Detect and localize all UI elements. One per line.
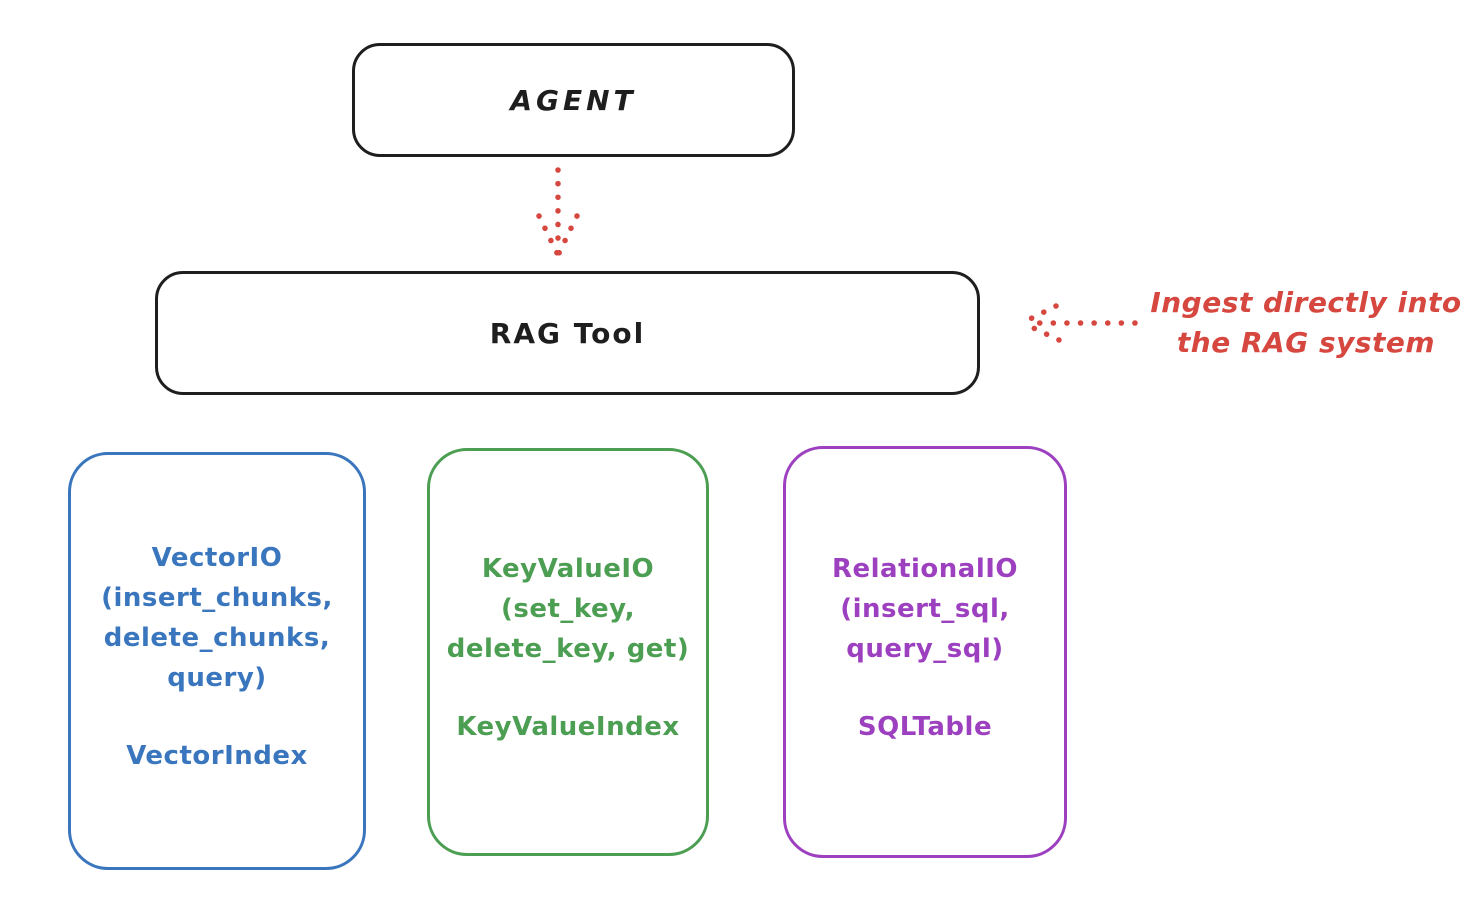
key-value-io-methods-line: (set_key, <box>501 594 635 624</box>
arrowhead-left-wing <box>536 213 560 256</box>
vector-io-methods-line: (insert_chunks, <box>101 583 333 613</box>
relational-io-methods-line: query_sql) <box>846 634 1004 664</box>
ingest-note-to-ragtool-arrow <box>1023 303 1138 343</box>
vector-index-label: VectorIndex <box>126 741 308 771</box>
vector-io-methods-line: query) <box>167 663 267 693</box>
ingest-annotation: Ingest directly into the RAG system <box>1140 283 1472 363</box>
agent-to-ragtool-arrow <box>536 167 580 256</box>
vector-io-methods-line: delete_chunks, <box>103 623 331 653</box>
relational-io-title-line: RelationalIO <box>831 554 1019 584</box>
ingest-annotation-line-2: the RAG system <box>1176 326 1436 359</box>
key-value-index-label: KeyValueIndex <box>456 712 680 742</box>
rag-tool-node: RAG Tool <box>155 271 980 395</box>
key-value-io-node: KeyValueIO (set_key, delete_key, get) Ke… <box>427 448 709 856</box>
ingest-annotation-line-1: Ingest directly into <box>1150 286 1462 319</box>
sql-table-label: SQLTable <box>857 712 993 742</box>
key-value-io-title-line: KeyValueIO <box>481 554 655 584</box>
key-value-io-methods-line: delete_key, get) <box>446 634 690 664</box>
arrowhead-right-wing <box>556 213 580 256</box>
arrowhead-bottom-wing <box>1024 322 1062 343</box>
relational-io-node: RelationalIO (insert_sql, query_sql) SQL… <box>783 446 1067 858</box>
agent-node: AGENT <box>352 43 795 157</box>
agent-label: AGENT <box>510 83 637 117</box>
vector-io-title-line: VectorIO <box>151 543 283 573</box>
relational-io-methods-line: (insert_sql, <box>840 594 1010 624</box>
rag-tool-label: RAG Tool <box>489 316 646 350</box>
arrowhead-top-wing <box>1023 303 1059 324</box>
vector-io-node: VectorIO (insert_chunks, delete_chunks, … <box>68 452 366 870</box>
